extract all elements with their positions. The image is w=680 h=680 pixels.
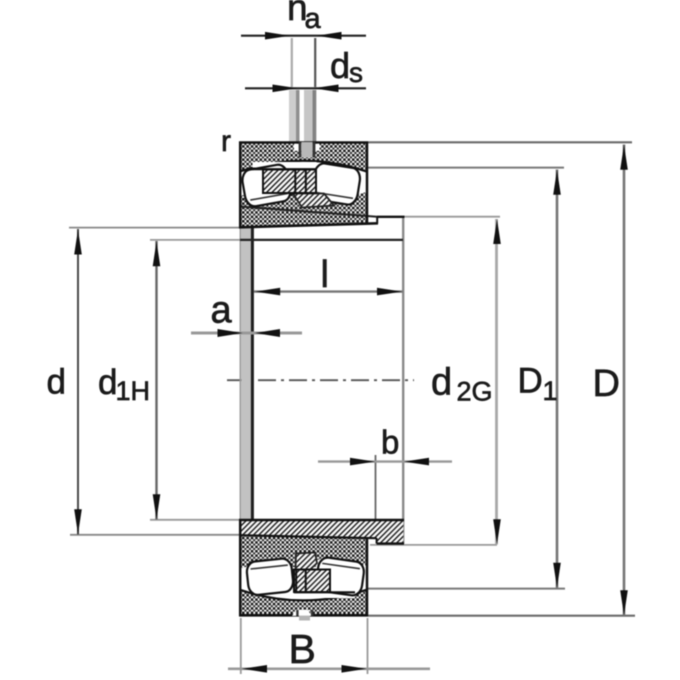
svg-text:d: d — [330, 45, 350, 86]
svg-text:D: D — [593, 363, 620, 405]
svg-text:d: d — [47, 363, 66, 402]
svg-text:l: l — [321, 254, 329, 296]
svg-text:B: B — [289, 626, 316, 672]
svg-text:n: n — [287, 0, 308, 28]
svg-text:b: b — [381, 424, 399, 461]
svg-text:d: d — [98, 363, 117, 402]
svg-text:a: a — [305, 3, 322, 35]
svg-text:2G: 2G — [457, 377, 493, 407]
svg-text:D: D — [518, 362, 543, 401]
svg-text:d: d — [431, 362, 452, 404]
svg-text:1H: 1H — [116, 376, 151, 406]
svg-text:s: s — [349, 57, 363, 88]
svg-text:r: r — [221, 125, 231, 158]
svg-text:a: a — [211, 290, 233, 332]
svg-text:1: 1 — [543, 376, 558, 406]
